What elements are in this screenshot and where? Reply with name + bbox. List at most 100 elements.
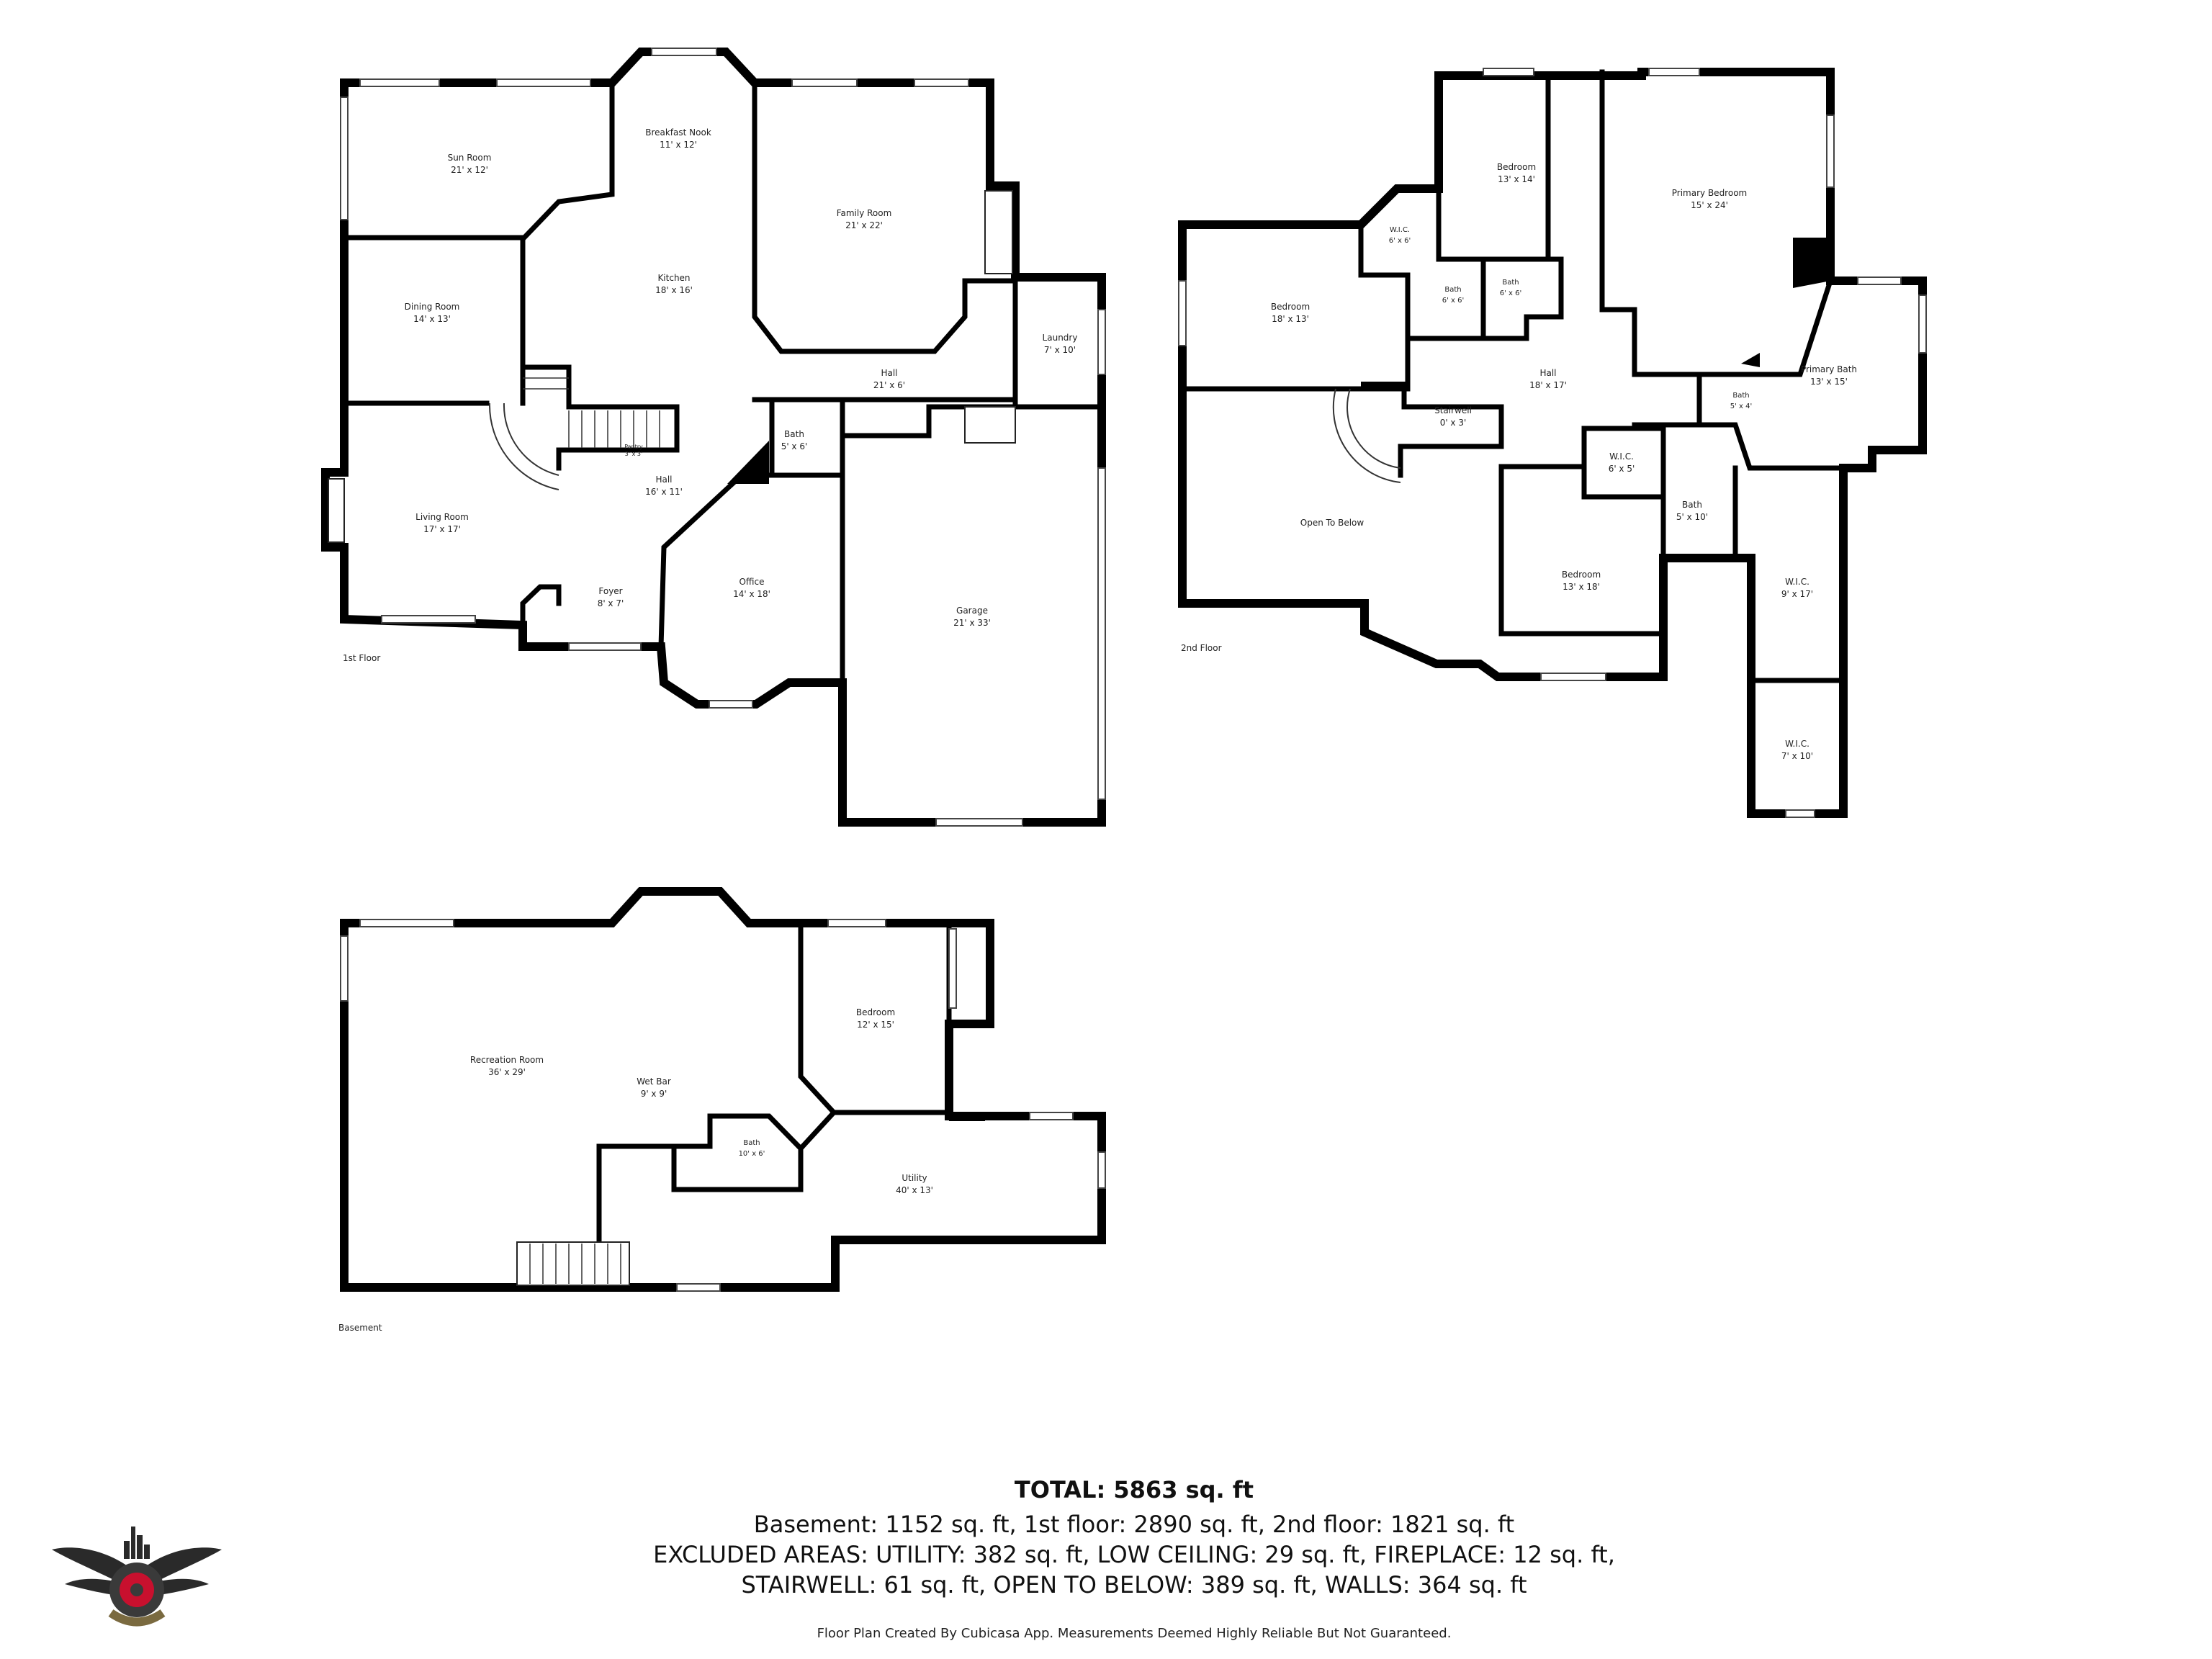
disclaimer: Floor Plan Created By Cubicasa App. Meas… <box>817 1626 1452 1641</box>
room-name: Family Room <box>837 208 892 218</box>
room-dimension: 21' x 22' <box>845 220 883 230</box>
second-floor-wall <box>1358 222 1411 392</box>
room-dimension: 18' x 17' <box>1529 380 1567 390</box>
room-dimension: 40' x 13' <box>896 1185 933 1195</box>
room-name: Wet Bar <box>637 1076 671 1087</box>
floor-label: 2nd Floor <box>1181 643 1222 653</box>
floor-areas: Basement: 1152 sq. ft, 1st floor: 2890 s… <box>753 1511 1515 1538</box>
room-dimension: 9' x 17' <box>1781 589 1813 599</box>
room-dimension: 6' x 6' <box>1500 289 1522 297</box>
room-name: Breakfast Nook <box>645 127 711 138</box>
room-name: Kitchen <box>657 273 690 283</box>
first-floor-plan: Sun Room 21' x 12' Breakfast Nook 11' x … <box>321 48 1106 827</box>
room-dimension: 13' x 15' <box>1810 377 1848 387</box>
second-floor-wall <box>1732 465 1754 561</box>
room-name: Sun Room <box>448 153 492 163</box>
basement-wall <box>671 920 837 1192</box>
room-name: W.I.C. <box>1390 226 1410 234</box>
basement-stairs <box>516 1241 630 1286</box>
fireplace <box>984 190 1013 274</box>
room-name: Hall <box>655 475 672 485</box>
room-name: Bath <box>1502 279 1519 287</box>
room-name: W.I.C. <box>1609 451 1634 462</box>
room-dimension: 16' x 11' <box>645 487 683 497</box>
room-dimension: 6' x 5' <box>1609 464 1635 474</box>
room-dimension: 14' x 18' <box>733 589 770 599</box>
room-name: Primary Bedroom <box>1672 188 1747 198</box>
excluded-areas-line-1: EXCLUDED AREAS: UTILITY: 382 sq. ft, LOW… <box>653 1541 1615 1568</box>
room-name: Utility <box>902 1173 927 1183</box>
low-ceiling-marker <box>1793 238 1830 288</box>
room-name: Dining Room <box>405 302 460 312</box>
curved-stairs <box>1332 388 1401 483</box>
first-floor-wall <box>520 584 562 649</box>
room-name: Bath <box>1444 286 1461 294</box>
room-dimension: 7' x 10' <box>1044 345 1076 355</box>
second-floor-wall <box>1581 426 1666 500</box>
windows <box>340 919 1106 1292</box>
basement-plan: Recreation Room 36' x 29' Wet Bar 9' x 9… <box>338 887 1106 1333</box>
floor-label: 1st Floor <box>343 653 380 663</box>
total-area: TOTAL: 5863 sq. ft <box>1014 1476 1254 1503</box>
room-name: W.I.C. <box>1785 739 1809 749</box>
room-name: Bath <box>1732 392 1749 400</box>
room-dimension: 9' x 9' <box>641 1089 667 1099</box>
first-floor-wall <box>752 80 1018 354</box>
room-dimension: 6' x 6' <box>1389 237 1411 245</box>
stair-treads <box>523 377 660 448</box>
low-ceiling-marker <box>1361 382 1408 390</box>
room-name: Bedroom <box>856 1007 895 1017</box>
low-ceiling-marker <box>727 441 769 484</box>
floor-label: Basement <box>338 1323 382 1333</box>
room-dimension: 7' x 10' <box>1781 751 1813 761</box>
first-floor-wall <box>341 80 615 240</box>
second-floor-wall <box>1599 256 1637 377</box>
room-name: Laundry <box>1043 333 1078 343</box>
curved-stairs <box>1346 388 1401 469</box>
room-dimension: 11' x 12' <box>660 140 697 150</box>
winged-camera-logo <box>52 1527 222 1627</box>
first-floor-wall <box>658 472 845 649</box>
low-ceiling-marker <box>1741 353 1760 367</box>
basement-wall <box>831 1021 952 1115</box>
room-name: Bedroom <box>1497 162 1536 172</box>
area-summary: TOTAL: 5863 sq. ft Basement: 1152 sq. ft… <box>0 1476 2212 1600</box>
room-dimension: 21' x 33' <box>953 618 991 628</box>
room-dimension: 6' x 6' <box>1442 297 1465 305</box>
room-name: Garage <box>956 606 988 616</box>
room-dimension: 14' x 13' <box>413 314 451 324</box>
room-name: Bedroom <box>1562 570 1601 580</box>
second-floor-plan: Bedroom 13' x 14' Primary Bedroom 15' x … <box>1178 68 1927 818</box>
room-name: Bath <box>784 429 804 439</box>
room-dimension: 21' x 12' <box>451 165 488 175</box>
room-dimension: 18' x 16' <box>655 285 693 295</box>
room-name: Hall <box>1539 368 1556 378</box>
garage-steps <box>964 406 1016 444</box>
second-floor-wall <box>1696 372 1875 471</box>
room-dimension: 15' x 24' <box>1691 200 1728 210</box>
low-ceiling-marker <box>949 1112 985 1121</box>
room-name: Office <box>739 577 764 587</box>
room-name: Bath <box>1682 500 1702 510</box>
first-floor-wall <box>520 364 680 471</box>
room-dimension: 17' x 17' <box>423 524 461 534</box>
room-dimension: 0' x 3' <box>1440 418 1467 428</box>
room-name: Foyer <box>598 586 622 596</box>
room-dimension: 3' x 3' <box>625 451 642 457</box>
room-dimension: 13' x 14' <box>1498 174 1535 184</box>
first-floor-wall <box>769 397 845 478</box>
second-floor-wall <box>1632 277 1834 377</box>
room-name: Bedroom <box>1271 302 1310 312</box>
second-floor-wall <box>1398 404 1504 478</box>
second-floor-wall <box>1480 256 1564 341</box>
room-dimension: 5' x 10' <box>1676 512 1708 522</box>
stair-treads <box>529 1244 621 1284</box>
room-dimension: 13' x 18' <box>1563 582 1600 592</box>
basement-outer-wall <box>340 887 1106 1292</box>
second-floor-wall <box>1179 386 1407 410</box>
room-dimension: 5' x 4' <box>1730 403 1753 410</box>
windows <box>340 48 1106 827</box>
room-dimension: 5' x 6' <box>781 441 808 451</box>
room-dimension: 8' x 7' <box>598 598 624 608</box>
